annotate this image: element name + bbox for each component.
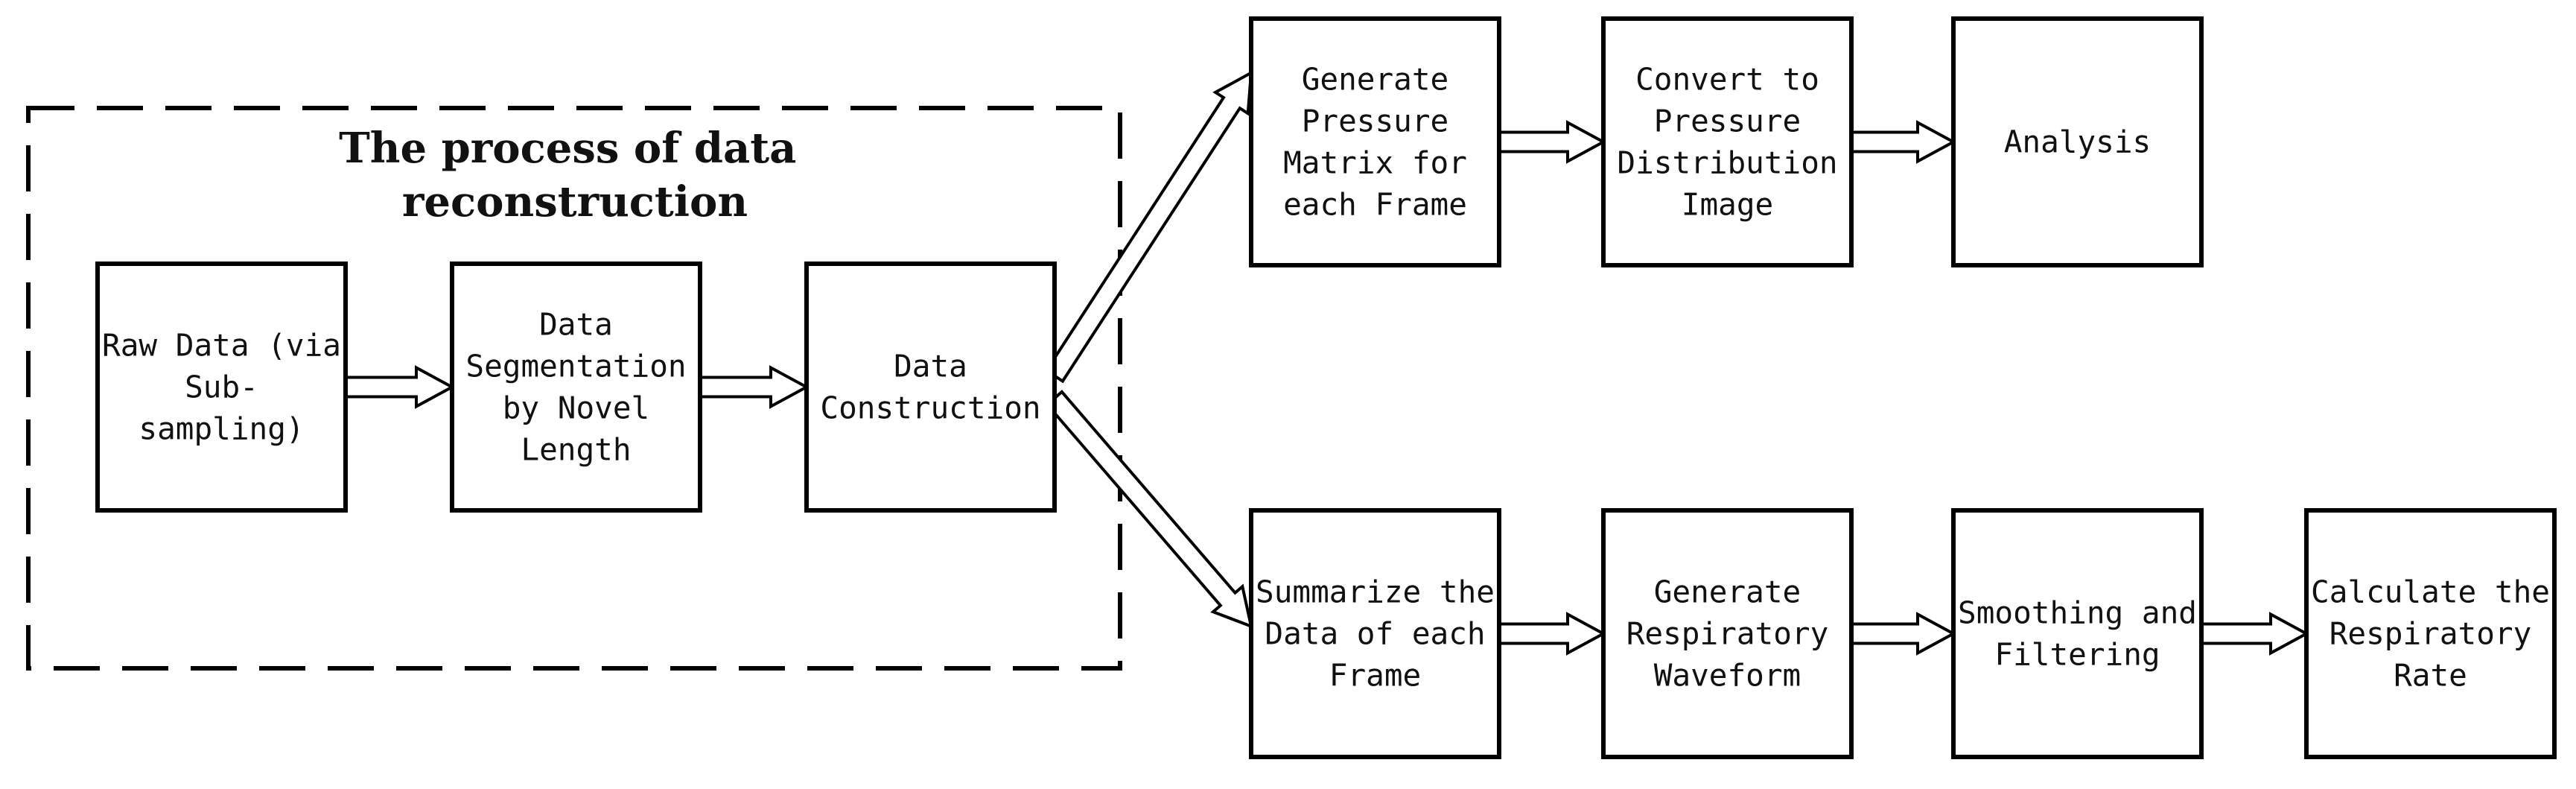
node-label-line: Convert to <box>1635 62 1819 98</box>
data-reconstruction-group <box>26 106 1122 671</box>
node-label-line: sampling) <box>139 411 304 447</box>
node-label-line: each Frame <box>1283 187 1467 223</box>
arrow-data-construction-to-summarize-frame-data <box>1045 390 1253 629</box>
node-label-line: Data of each <box>1265 616 1485 652</box>
node-box <box>804 262 1057 513</box>
node-label-line: Calculate the <box>2311 574 2550 610</box>
node-label-line: Filtering <box>1994 637 2160 673</box>
node-box <box>1601 16 1854 267</box>
arrow-convert-pressure-image-to-analysis <box>1850 120 1957 164</box>
node-label-line: Respiratory <box>2329 616 2532 652</box>
group-title-line-2: reconstruction <box>402 177 748 226</box>
node-analysis: Analysis <box>1951 16 2204 267</box>
group-title-line-1: The process of data <box>339 124 796 173</box>
node-label-line: Generate <box>1302 62 1448 98</box>
node-label-line: Length <box>521 432 631 468</box>
node-label-line: Data <box>894 349 967 384</box>
node-label-line: Frame <box>1329 658 1421 694</box>
node-label-line: Pressure <box>1302 104 1448 139</box>
node-box <box>2304 508 2557 759</box>
node-box <box>1951 508 2204 759</box>
node-label-line: Generate <box>1654 574 1801 610</box>
edges-layer <box>344 70 2310 656</box>
node-box <box>1951 16 2204 267</box>
node-box <box>1249 508 1501 759</box>
node-label-line: Construction <box>820 390 1040 426</box>
node-box <box>450 262 702 513</box>
arrow-data-segmentation-to-data-construction <box>699 365 810 409</box>
node-label-line: Matrix for <box>1283 145 1467 181</box>
node-box <box>1601 508 1854 759</box>
arrow-smoothing-filtering-to-calculate-respiratory-rate <box>2200 612 2310 656</box>
node-label-line: Waveform <box>1654 658 1801 694</box>
node-label-line: Analysis <box>2004 124 2151 160</box>
node-label-line: Image <box>1682 187 1773 223</box>
node-label-line: Summarize the <box>1256 574 1495 610</box>
node-label-line: by Novel <box>503 390 649 426</box>
node-box <box>95 262 348 513</box>
node-label-line: Sub- <box>185 370 258 405</box>
node-label-line: Distribution <box>1617 145 1837 181</box>
node-label: Analysis <box>2004 124 2151 160</box>
arrow-summarize-frame-data-to-generate-respiratory-waveform <box>1498 612 1607 656</box>
node-label-line: Smoothing and <box>1958 595 2197 631</box>
arrow-generate-pressure-matrix-to-convert-pressure-image <box>1498 120 1607 164</box>
node-label-line: Respiratory <box>1626 616 1829 652</box>
node-box <box>1249 16 1501 267</box>
node-label-line: Data <box>539 307 613 343</box>
node-label-line: Raw Data (via <box>102 328 341 364</box>
arrow-data-construction-to-generate-pressure-matrix <box>1044 70 1253 384</box>
arrow-raw-data-to-data-segmentation <box>344 365 456 409</box>
node-label-line: Pressure <box>1654 104 1801 139</box>
arrow-generate-respiratory-waveform-to-smoothing-filtering <box>1850 612 1957 656</box>
group-title: The process of data reconstruction <box>339 124 811 226</box>
node-label-line: Segmentation <box>465 349 686 384</box>
node-label-line: Rate <box>2394 658 2467 694</box>
